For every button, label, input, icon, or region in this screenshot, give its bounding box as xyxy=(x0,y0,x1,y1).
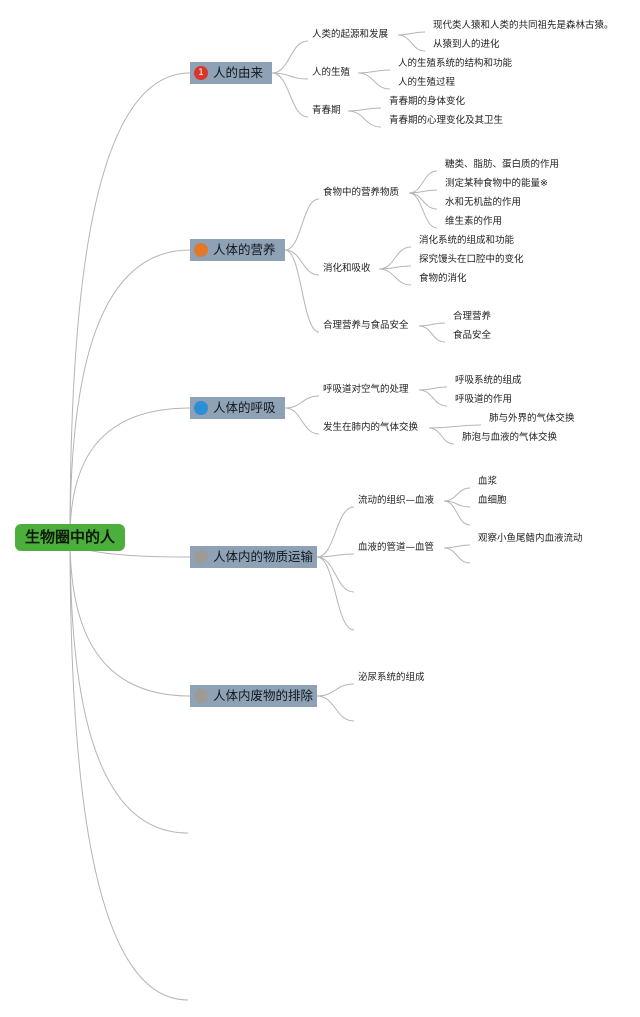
leaf-node[interactable]: 探究馒头在口腔中的变化 xyxy=(419,254,524,265)
leaf-node[interactable]: 糖类、脂肪、蛋白质的作用 xyxy=(445,159,560,170)
connector-line xyxy=(408,170,438,194)
connector-line xyxy=(316,553,355,558)
connector-line xyxy=(357,69,391,74)
subtopic-node[interactable]: 泌尿系统的组成 xyxy=(358,672,425,683)
connector-line xyxy=(69,72,191,539)
connector-line xyxy=(69,407,191,539)
topic-label: 人体内废物的排除 xyxy=(213,688,314,703)
topic-badge-icon xyxy=(194,243,208,257)
leaf-node[interactable]: 合理营养 xyxy=(453,311,492,322)
topic-badge-icon xyxy=(194,401,208,415)
connector-line xyxy=(418,322,446,327)
connector-line xyxy=(418,325,446,343)
connector-line xyxy=(284,198,320,251)
subtopic-node[interactable]: 呼吸道对空气的处理 xyxy=(323,384,409,395)
leaf-node[interactable]: 观察小鱼尾鳍内血液流动 xyxy=(478,533,583,544)
connector-line xyxy=(408,192,438,210)
leaf-node[interactable]: 人的生殖系统的结构和功能 xyxy=(398,58,513,69)
connector-line xyxy=(316,683,355,697)
leaf-node[interactable]: 水和无机盐的作用 xyxy=(445,197,522,208)
connector-line xyxy=(443,547,471,564)
connector-line xyxy=(418,389,448,407)
topic-label: 人的由来 xyxy=(213,65,264,80)
topic-node[interactable]: 人体内的物质运输 xyxy=(190,546,317,568)
subtopic-node[interactable]: 流动的组织—血液 xyxy=(358,495,435,506)
subtopic-node[interactable]: 食物中的营养物质 xyxy=(323,187,400,198)
topic-badge-icon xyxy=(194,689,208,703)
connector-line xyxy=(316,556,355,631)
connector-line xyxy=(284,249,320,333)
connector-line xyxy=(357,72,391,90)
leaf-node[interactable]: 青春期的心理变化及其卫生 xyxy=(389,115,504,126)
subtopic-node[interactable]: 血液的管道—血管 xyxy=(358,542,435,553)
connector-line xyxy=(69,537,191,697)
topic-node[interactable]: 1 人的由来 xyxy=(190,62,272,84)
connector-line xyxy=(69,537,189,834)
connector-line xyxy=(69,537,189,1001)
leaf-node[interactable]: 维生素的作用 xyxy=(445,216,503,227)
topic-label: 人体内的物质运输 xyxy=(213,549,314,564)
connector-line xyxy=(428,424,482,429)
topic-badge-icon xyxy=(194,550,208,564)
leaf-node[interactable]: 从猿到人的进化 xyxy=(433,39,500,50)
connector-line xyxy=(284,395,320,409)
connector-line xyxy=(347,107,382,112)
subtopic-node[interactable]: 发生在肺内的气体交换 xyxy=(323,422,419,433)
subtopic-node[interactable]: 人的生殖 xyxy=(312,67,351,78)
leaf-node[interactable]: 呼吸系统的组成 xyxy=(455,375,522,386)
leaf-node[interactable]: 肺泡与血液的气体交换 xyxy=(462,432,558,443)
subtopic-node[interactable]: 人类的起源和发展 xyxy=(312,29,389,40)
subtopic-node[interactable]: 合理营养与食品安全 xyxy=(323,320,409,331)
connector-line xyxy=(378,268,412,286)
connector-line xyxy=(271,72,309,118)
connector-line xyxy=(418,386,448,391)
connector-line xyxy=(316,556,355,593)
connector-line xyxy=(428,427,455,445)
subtopic-node[interactable]: 消化和吸收 xyxy=(323,263,371,274)
topic-label: 人体的营养 xyxy=(213,242,276,257)
topic-node[interactable]: 人体的呼吸 xyxy=(190,397,285,419)
connector-line xyxy=(408,189,438,194)
connector-line xyxy=(347,110,382,128)
connector-line xyxy=(69,249,191,539)
connector-line xyxy=(408,192,438,229)
leaf-node[interactable]: 现代类人猿和人类的共同祖先是森林古猿。 xyxy=(433,20,614,31)
leaf-node[interactable]: 血浆 xyxy=(478,476,498,487)
connector-line xyxy=(378,246,412,270)
topic-node[interactable]: 人体的营养 xyxy=(190,239,285,261)
connector-line xyxy=(284,249,320,276)
topic-label: 人体的呼吸 xyxy=(213,400,276,415)
subtopic-node[interactable]: 青春期 xyxy=(312,105,341,116)
leaf-node[interactable]: 人的生殖过程 xyxy=(398,77,456,88)
connector-line xyxy=(316,506,355,558)
connector-line xyxy=(443,500,471,526)
topic-badge-icon: 1 xyxy=(194,66,208,80)
connector-line xyxy=(271,72,309,80)
root-node[interactable]: 生物圈中的人 xyxy=(15,524,125,551)
leaf-node[interactable]: 青春期的身体变化 xyxy=(389,96,466,107)
connector-line xyxy=(378,265,412,270)
connector-line xyxy=(397,31,426,36)
topic-node[interactable]: 人体内废物的排除 xyxy=(190,685,317,707)
leaf-node[interactable]: 肺与外界的气体交换 xyxy=(489,413,575,424)
leaf-node[interactable]: 食物的消化 xyxy=(419,273,467,284)
connector-line xyxy=(443,487,471,502)
connector-line xyxy=(397,34,426,52)
leaf-node[interactable]: 血细胞 xyxy=(478,495,507,506)
connector-line xyxy=(271,40,309,74)
connector-line xyxy=(316,695,355,722)
leaf-node[interactable]: 呼吸道的作用 xyxy=(455,394,513,405)
connector-line xyxy=(284,407,320,435)
leaf-node[interactable]: 测定某种食物中的能量※ xyxy=(445,178,548,189)
connector-line xyxy=(443,544,471,549)
leaf-node[interactable]: 食品安全 xyxy=(453,330,492,341)
leaf-node[interactable]: 消化系统的组成和功能 xyxy=(419,235,515,246)
